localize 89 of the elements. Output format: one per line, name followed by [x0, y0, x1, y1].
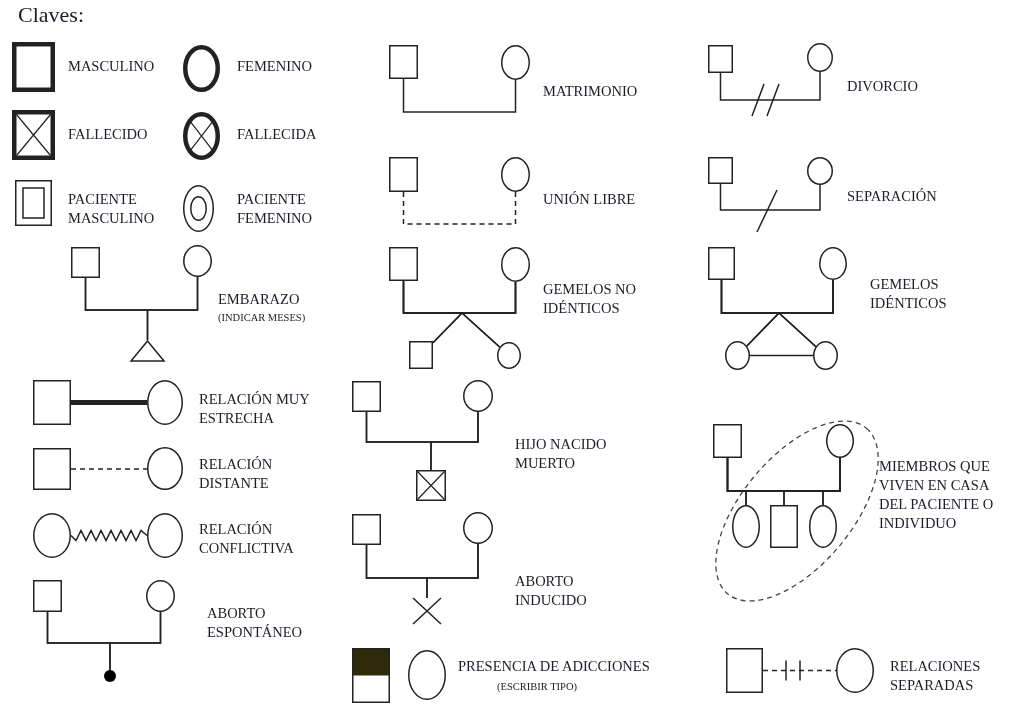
square-symbol [71, 247, 100, 278]
square-symbol [416, 470, 446, 501]
key-label: MATRIMONIO [543, 82, 638, 101]
circle-symbol [809, 505, 837, 548]
connector-line [70, 468, 148, 470]
circle-symbol [183, 245, 212, 277]
square-symbol [409, 341, 433, 369]
connector-line [402, 78, 517, 113]
circle-symbol [147, 447, 183, 490]
connector-line [719, 183, 821, 233]
key-label: FEMENINO [237, 57, 312, 76]
key-label: RELACIÓN CONFLICTIVA [199, 520, 295, 559]
key-label: SEPARACIÓN [847, 187, 937, 206]
square-symbol [389, 45, 418, 79]
connector-line [822, 457, 841, 506]
square-symbol [33, 380, 71, 425]
triangle-symbol [130, 340, 165, 362]
square-symbol [708, 247, 735, 280]
square-symbol [708, 45, 733, 73]
key-label: ABORTO ESPONTÁNEO [207, 604, 304, 643]
connector-line [426, 543, 479, 599]
key-label: ABORTO INDUCIDO [515, 572, 588, 611]
key-label: PRESENCIA DE ADICCIONES [458, 657, 650, 676]
circle-symbol [501, 45, 530, 80]
connector-line [430, 411, 479, 471]
square-symbol [713, 424, 742, 458]
square-symbol [15, 180, 52, 226]
key-label: PACIENTE MASCULINO [68, 190, 156, 229]
square-symbol [33, 448, 71, 490]
circle-symbol [501, 157, 530, 192]
circle-symbol [807, 157, 833, 185]
circle-symbol [147, 380, 183, 425]
circle-symbol [501, 247, 530, 282]
key-label: FALLECIDO [68, 125, 148, 144]
circle-symbol [813, 341, 838, 370]
key-label: FALLECIDA [237, 125, 317, 144]
circle-symbol [33, 513, 71, 558]
square-symbol [770, 505, 798, 548]
key-label: RELACIÓN MUY ESTRECHA [199, 390, 311, 429]
circle-symbol [408, 650, 446, 700]
title: Claves: [18, 2, 84, 29]
key-label: (INDICAR MESES) [218, 311, 306, 325]
connector-line [777, 279, 834, 348]
circle-symbol [826, 424, 854, 458]
dot-symbol [104, 670, 116, 682]
connector-line [749, 354, 814, 357]
key-label: HIJO NACIDO MUERTO [515, 435, 608, 474]
circle-symbol [183, 185, 214, 232]
key-label: DIVORCIO [847, 77, 918, 96]
key-label: (ESCRIBIR TIPO) [497, 680, 578, 694]
key-label: PACIENTE FEMENINO [237, 190, 313, 229]
square-symbol [12, 42, 55, 92]
circle-symbol [463, 380, 493, 412]
circle-symbol [183, 45, 220, 92]
square-symbol [352, 381, 381, 412]
connector-line [109, 611, 162, 671]
circle-symbol [146, 580, 175, 612]
key-label: MIEMBROS QUE VIVEN EN CASA DEL PACIENTE O INDIVIDUO [879, 457, 995, 534]
key-label: EMBARAZO [218, 290, 300, 309]
cross-mark [413, 598, 441, 624]
circle-symbol [725, 341, 750, 370]
circle-symbol [497, 342, 521, 369]
connector-line [70, 528, 148, 543]
connector-line [146, 276, 199, 341]
key-label: GEMELOS NO IDÉNTICOS [543, 280, 638, 319]
square-symbol [352, 648, 390, 703]
circle-symbol [819, 247, 847, 280]
circle-symbol [463, 512, 493, 544]
key-label: GEMELOS IDÉNTICOS [870, 275, 948, 314]
square-symbol [708, 157, 733, 184]
connector-line [719, 71, 821, 117]
connector-line [71, 400, 147, 405]
circle-symbol [732, 505, 760, 548]
key-label: UNIÓN LIBRE [543, 190, 636, 209]
square-symbol [352, 514, 381, 545]
square-symbol [389, 247, 418, 281]
key-label: RELACIONES SEPARADAS [890, 657, 982, 696]
connector-line [402, 191, 517, 225]
connector-line [460, 281, 517, 348]
square-symbol [33, 580, 62, 612]
circle-symbol [836, 648, 874, 693]
key-label: RELACIÓN DISTANTE [199, 455, 274, 494]
square-symbol [726, 648, 763, 693]
circle-symbol [147, 513, 183, 558]
key-label: MASCULINO [68, 57, 155, 76]
circle-symbol [183, 112, 220, 160]
square-symbol [12, 110, 55, 160]
circle-symbol [807, 43, 833, 72]
square-symbol [389, 157, 418, 192]
